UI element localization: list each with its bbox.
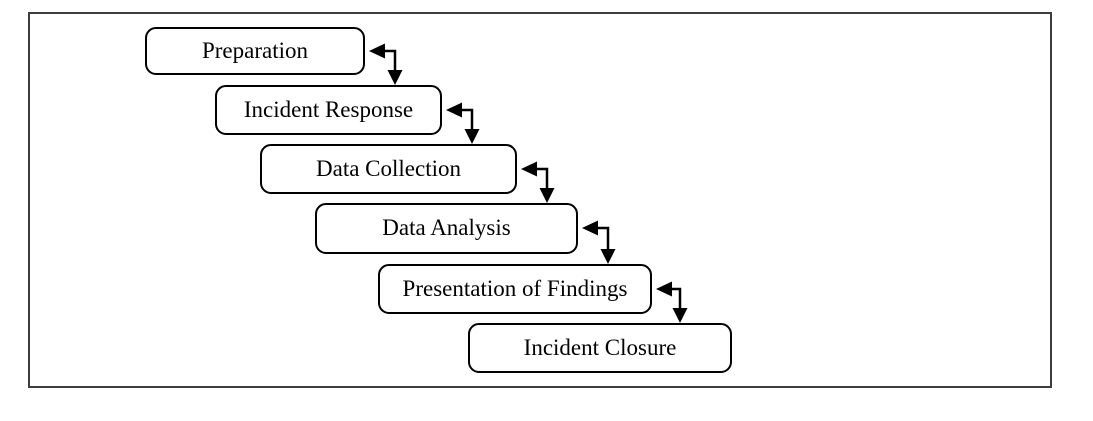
step-box-incident-closure: Incident Closure: [468, 323, 732, 373]
step-label: Preparation: [201, 37, 308, 63]
step-box-preparation: Preparation: [145, 27, 365, 75]
step-label: Incident Response: [243, 96, 414, 122]
step-label: Incident Closure: [523, 334, 677, 360]
step-label: Data Analysis: [382, 215, 511, 240]
step-box-incident-response: Incident Response: [215, 85, 442, 135]
step-box-data-analysis: Data Analysis: [315, 203, 578, 254]
step-box-presentation-of-findings: Presentation of Findings: [378, 264, 652, 314]
step-label: Presentation of Findings: [402, 275, 628, 301]
step-label: Data Collection: [316, 155, 461, 181]
step-box-data-collection: Data Collection: [260, 144, 517, 194]
